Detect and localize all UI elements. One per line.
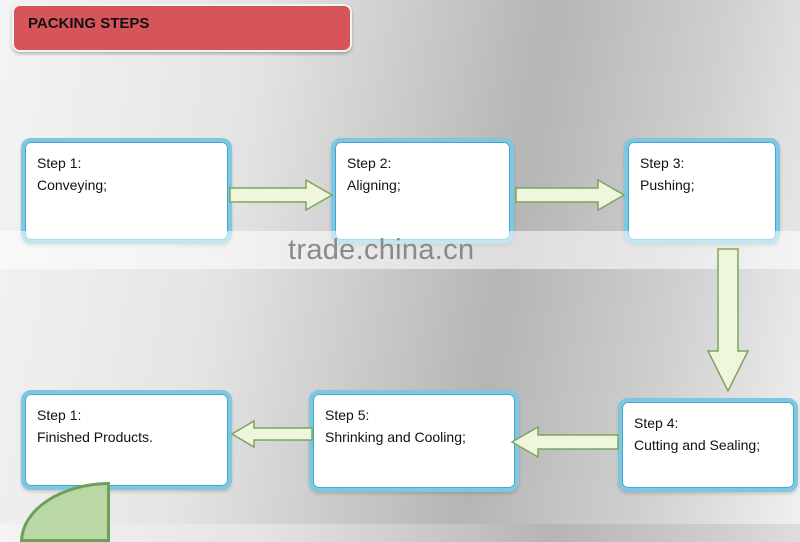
decorative-curve (20, 482, 110, 542)
arrow-down-icon (706, 248, 750, 393)
step-5-box: Step 5: Shrinking and Cooling; (309, 390, 519, 492)
step-label: Step 1: (37, 155, 82, 171)
step-label: Step 3: (640, 155, 685, 171)
step-label: Step 5: (325, 407, 370, 423)
step-text: Conveying; (37, 177, 108, 193)
step-text: Pushing; (640, 177, 695, 193)
page-title: PACKING STEPS (28, 15, 150, 32)
watermark-text: trade.china.cn (288, 234, 475, 266)
title-banner: PACKING STEPS (12, 4, 352, 52)
step-2-box: Step 2: Aligning; (331, 138, 514, 244)
step-label: Step 2: (347, 155, 392, 171)
arrow-left-icon (230, 419, 313, 449)
step-6-box: Step 1: Finished Products. (21, 390, 232, 490)
arrow-left-icon (510, 425, 619, 459)
watermark-band (0, 231, 800, 269)
step-1-box: Step 1: Conveying; (21, 138, 232, 244)
step-text: Finished Products. (37, 429, 153, 445)
step-3-box: Step 3: Pushing; (624, 138, 780, 244)
step-4-box: Step 4: Cutting and Sealing; (618, 398, 798, 492)
step-label: Step 1: (37, 407, 82, 423)
step-label: Step 4: (634, 415, 679, 431)
arrow-right-icon (515, 178, 626, 212)
step-text: Cutting and Sealing; (634, 437, 761, 453)
step-text: Aligning; (347, 177, 401, 193)
arrow-right-icon (229, 178, 334, 212)
step-text: Shrinking and Cooling; (325, 429, 466, 445)
